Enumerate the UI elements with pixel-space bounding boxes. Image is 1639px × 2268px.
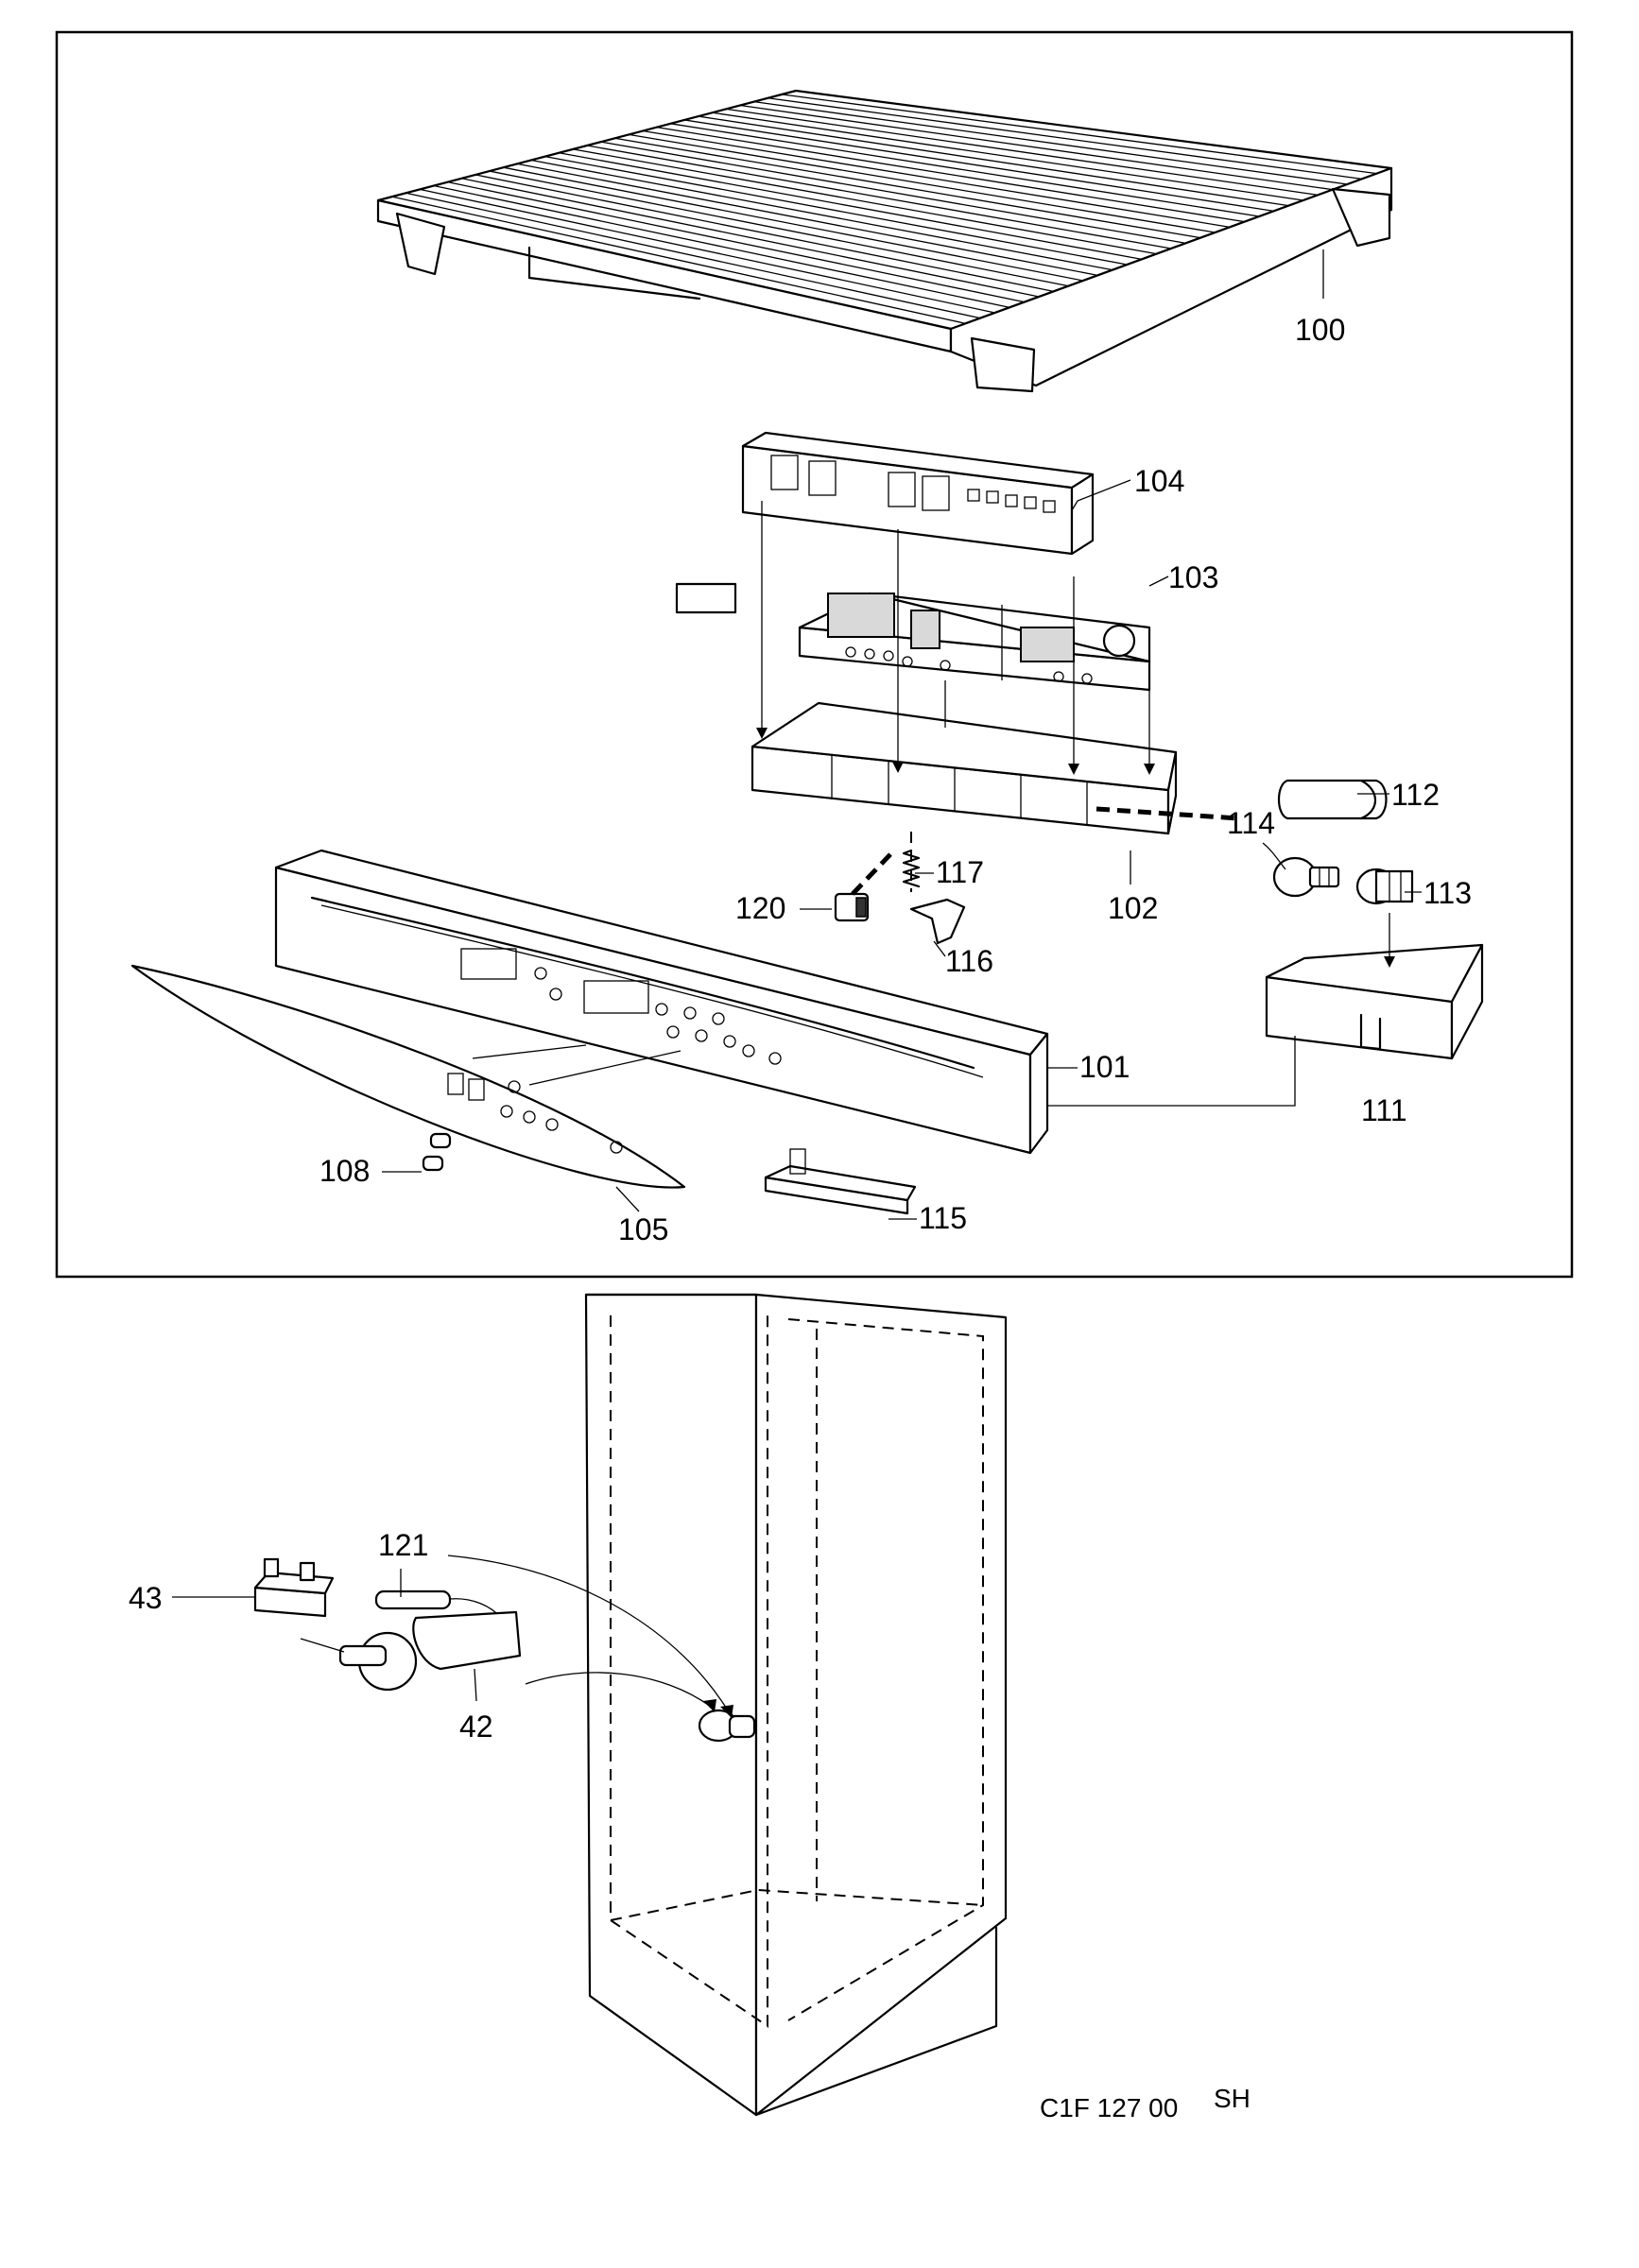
label-111: 111 bbox=[1361, 1093, 1407, 1127]
cabinet-outline bbox=[584, 1293, 1008, 2117]
label-103: 103 bbox=[1168, 560, 1218, 594]
label-leader-lines bbox=[172, 249, 1422, 1702]
label-100: 100 bbox=[1295, 313, 1345, 347]
part-108-led-lenses bbox=[422, 1132, 452, 1172]
part-116-clip bbox=[909, 898, 966, 945]
label-101: 101 bbox=[1079, 1050, 1130, 1084]
part-labels: 100 104 103 112 114 113 117 120 102 116 … bbox=[129, 313, 1472, 1744]
assembly-guide-lines bbox=[472, 501, 1395, 1107]
label-102: 102 bbox=[1108, 891, 1158, 925]
label-113: 113 bbox=[1423, 876, 1472, 910]
label-114: 114 bbox=[1227, 806, 1275, 840]
label-117: 117 bbox=[936, 855, 984, 889]
part-115-bracket bbox=[764, 1148, 917, 1215]
part-111-lamp-housing bbox=[1265, 943, 1484, 1060]
part-113-lamp-holder bbox=[1355, 868, 1414, 905]
cabinet-assembly-arrows bbox=[447, 1555, 733, 1718]
label-116: 116 bbox=[945, 944, 993, 978]
part-101-control-panel bbox=[274, 849, 1049, 1155]
label-105: 105 bbox=[618, 1212, 668, 1246]
upper-diagram-frame bbox=[55, 30, 1574, 1279]
part-114-bulb bbox=[1272, 856, 1340, 898]
label-120: 120 bbox=[735, 891, 785, 925]
cabinet-lamp bbox=[698, 1709, 756, 1743]
label-43: 43 bbox=[129, 1581, 163, 1615]
part-112-lamp-cover bbox=[1277, 779, 1388, 820]
document-suffix: SH bbox=[1214, 2084, 1251, 2113]
part-100-top-tray bbox=[376, 89, 1393, 393]
part-103-control-pcb bbox=[675, 582, 1151, 692]
label-42: 42 bbox=[459, 1710, 493, 1744]
part-42-thermostat bbox=[300, 1610, 522, 1692]
document-reference: C1F 127 00 bbox=[1040, 2093, 1178, 2122]
part-104-display-board bbox=[741, 431, 1095, 556]
part-120-switch bbox=[834, 892, 870, 922]
label-108: 108 bbox=[319, 1154, 370, 1188]
label-104: 104 bbox=[1134, 464, 1184, 498]
part-102-housing bbox=[750, 701, 1178, 835]
label-115: 115 bbox=[919, 1201, 967, 1235]
label-121: 121 bbox=[378, 1528, 428, 1562]
part-43-connector bbox=[253, 1557, 335, 1618]
part-105-front-trim bbox=[130, 964, 686, 1189]
part-117-spring bbox=[902, 849, 921, 888]
label-112: 112 bbox=[1391, 778, 1440, 812]
